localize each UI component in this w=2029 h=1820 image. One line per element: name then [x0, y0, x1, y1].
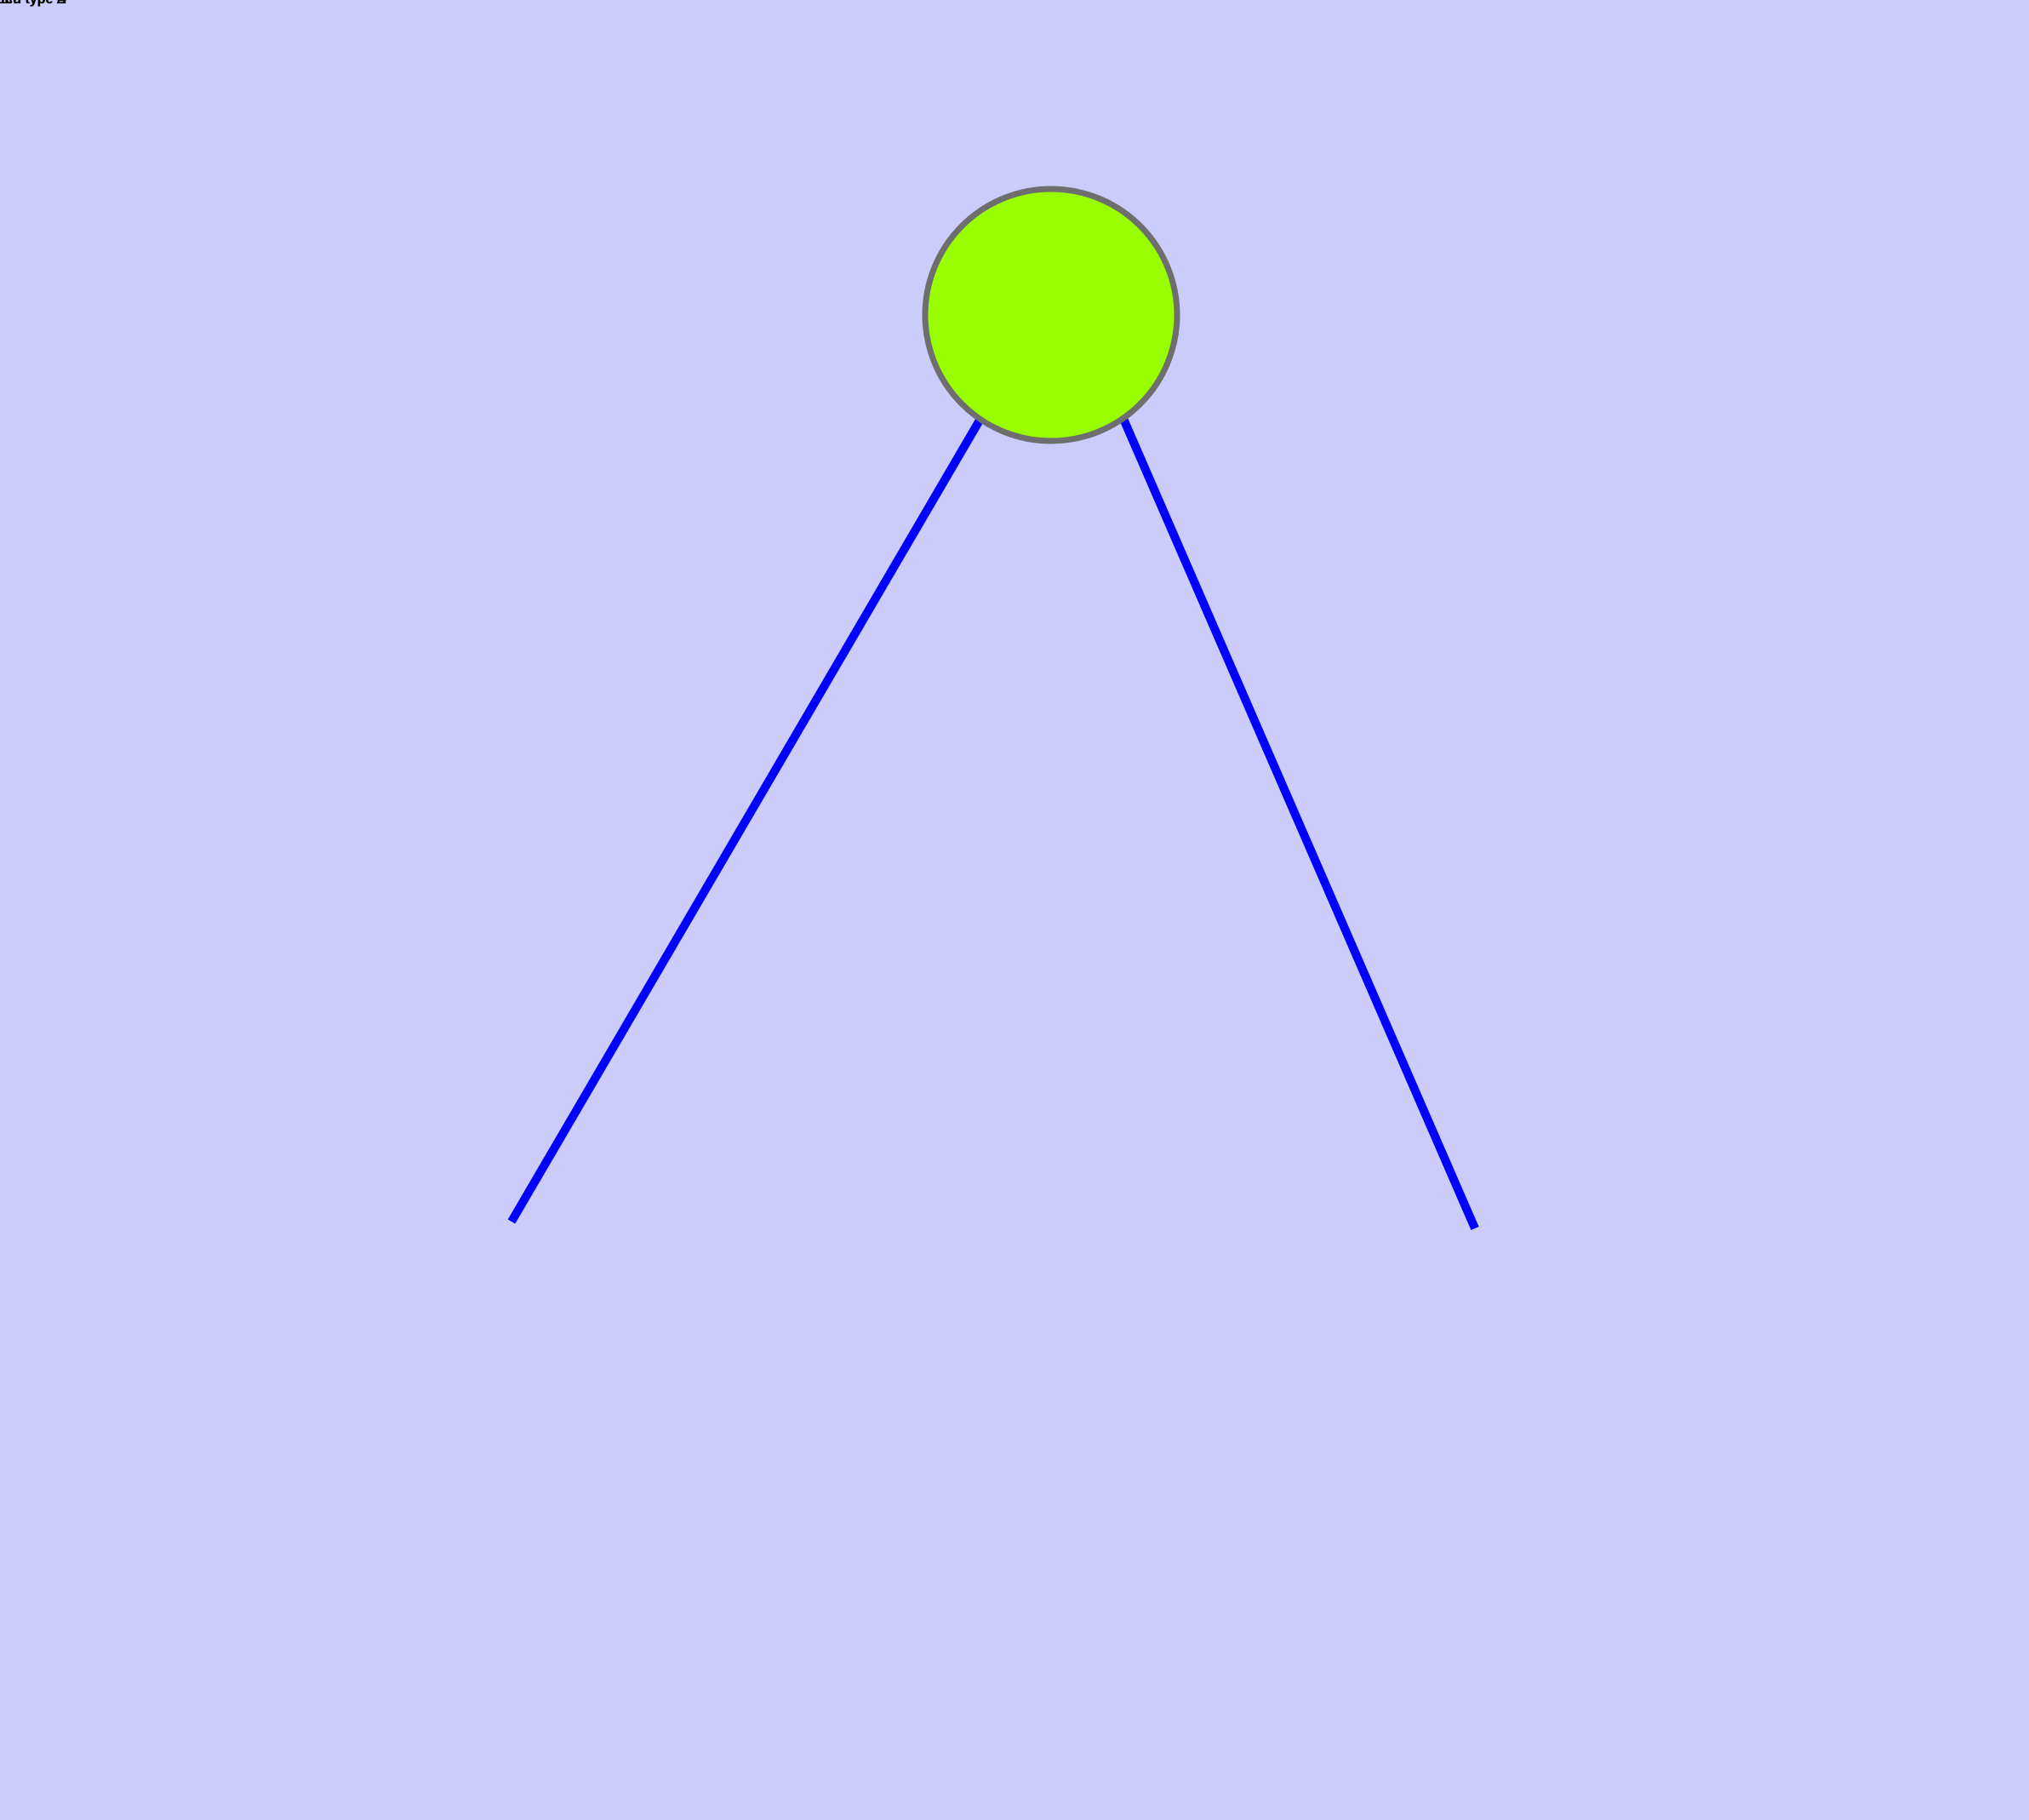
- edge-stem-to-diff-b[interactable]: [1119, 417, 1479, 1230]
- node-stem-label: Stem: [0, 0, 17, 7]
- node-stem-label-line-1: Stem: [0, 0, 17, 7]
- node-diff-a-label-line-2: type A: [26, 0, 67, 7]
- node-stem-circle[interactable]: [922, 186, 1180, 444]
- node-diff-b-label: Differentiated type B: [0, 0, 66, 7]
- node-diff-b-label-line-1: Differentiated: [0, 0, 21, 7]
- node-diff-b-label-line-2: type B: [25, 0, 66, 7]
- node-diff-a-label-line-1: Differentiated: [0, 0, 21, 7]
- edge-stem-to-diff-a[interactable]: [507, 416, 985, 1224]
- label-layer: Stem Differentiated type A Differentiate…: [0, 0, 66, 7]
- node-layer: [922, 186, 1180, 444]
- edge-layer: [507, 416, 1479, 1230]
- node-diff-a-label: Differentiated type A: [0, 0, 66, 7]
